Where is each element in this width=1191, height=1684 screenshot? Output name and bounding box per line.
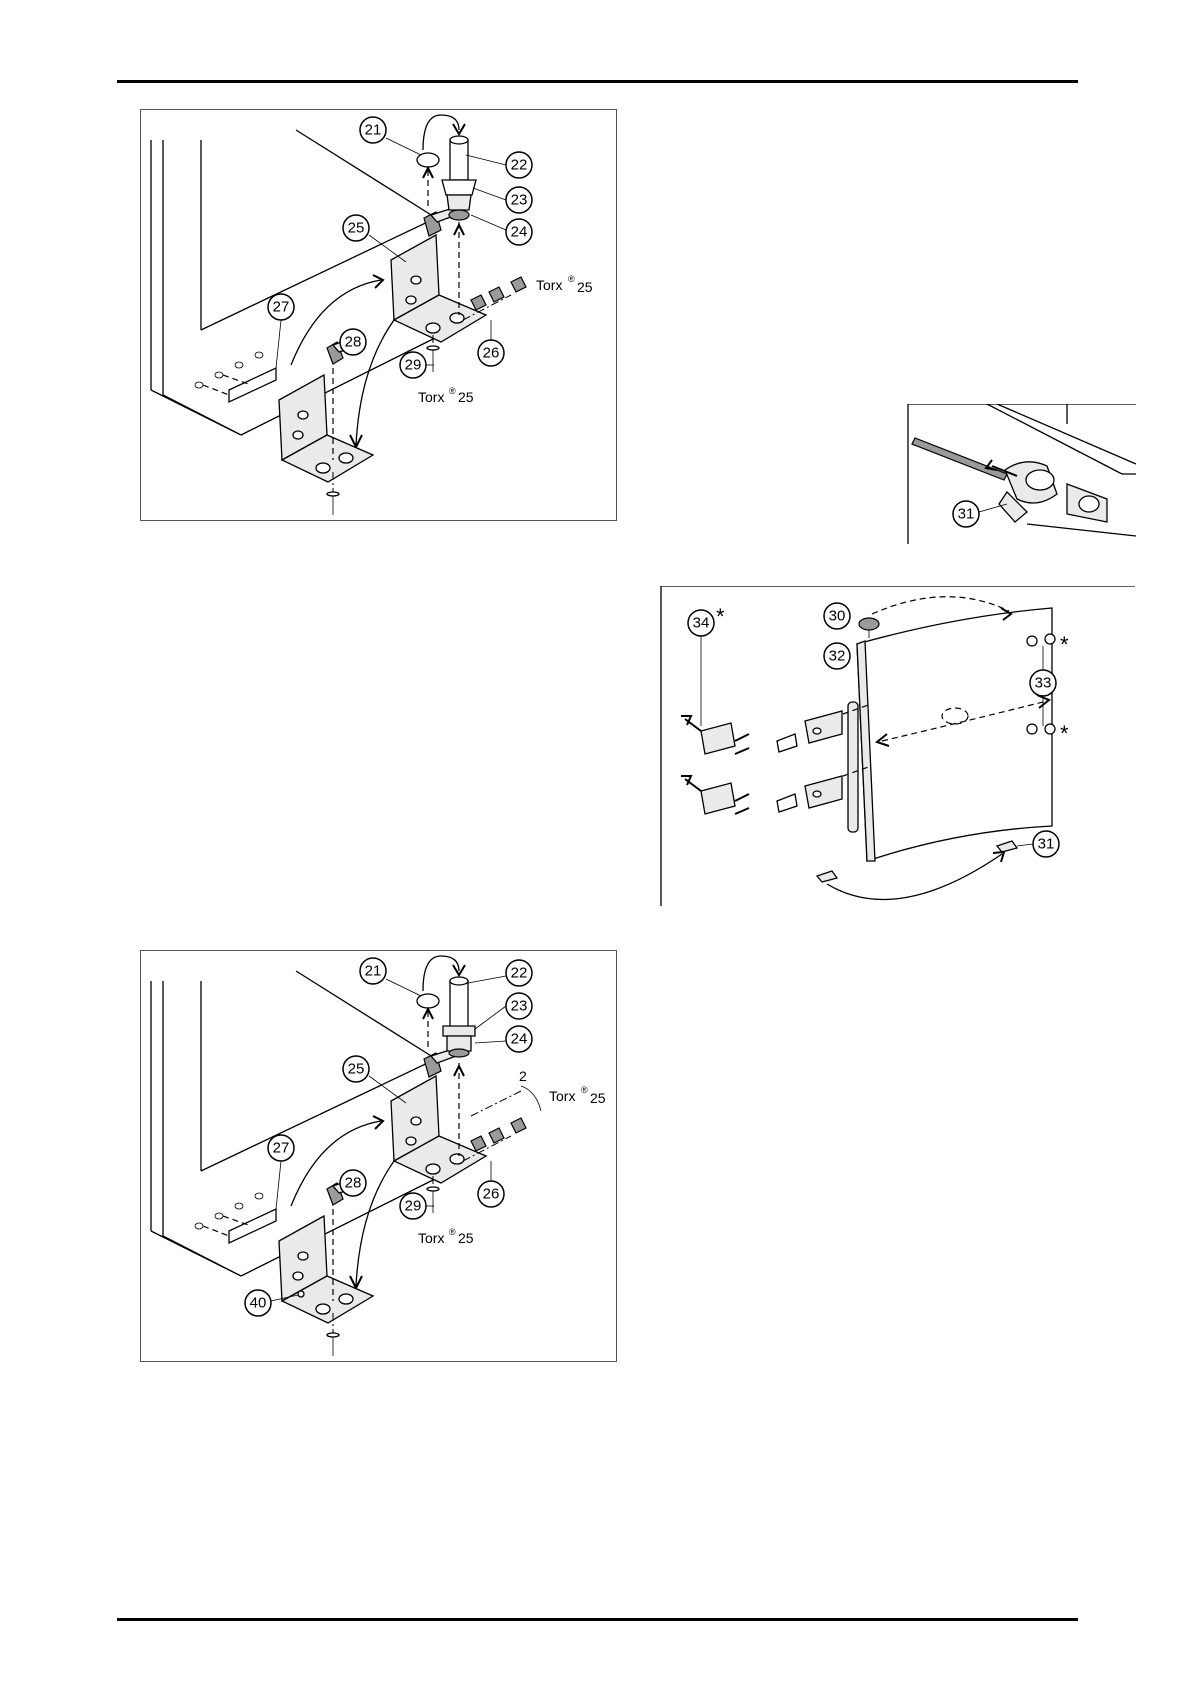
callout-21: 21 — [359, 957, 387, 985]
svg-text:27: 27 — [273, 299, 290, 316]
callout-29: 29 — [399, 1192, 427, 1220]
callout-34: 34 — [687, 609, 715, 637]
callout-24: 24 — [505, 218, 533, 246]
callout-26: 26 — [477, 1180, 505, 1208]
svg-text:33: 33 — [1035, 675, 1052, 692]
torx-label-1: Torx ® 25 — [536, 274, 593, 295]
svg-text:23: 23 — [511, 998, 528, 1015]
svg-text:21: 21 — [365, 122, 382, 139]
callout-30: 30 — [823, 602, 851, 630]
torx-label-2: Torx ® 25 — [418, 386, 474, 405]
svg-text:22: 22 — [511, 157, 528, 174]
callout-31-door: 31 — [1032, 830, 1060, 858]
small-mark: 2 — [519, 1068, 527, 1084]
svg-text:26: 26 — [483, 345, 500, 362]
svg-text:31: 31 — [1038, 836, 1055, 853]
door-cap — [858, 617, 880, 631]
hinge-diagram-top: 21 22 23 24 25 26 27 28 29 Torx ® 25 Tor… — [140, 109, 617, 521]
hinge-diagram-bottom: 2 21 22 23 24 25 26 27 28 29 40 Torx ® — [140, 950, 617, 1362]
callout-33: 33 — [1029, 669, 1057, 697]
svg-text:29: 29 — [405, 1198, 422, 1215]
svg-text:Torx: Torx — [418, 389, 444, 405]
asterisk-33-bottom: * — [1060, 721, 1069, 746]
hinge-bracket-upper — [390, 1048, 488, 1184]
latch-detail-diagram: 31 — [907, 404, 1136, 544]
callout-28: 28 — [339, 328, 367, 356]
door-panel — [856, 607, 1053, 862]
callout-25: 25 — [342, 1055, 370, 1083]
svg-text:25: 25 — [590, 1090, 606, 1106]
header-rule — [117, 80, 1078, 83]
hinge-screws — [462, 276, 527, 321]
svg-text:21: 21 — [365, 963, 382, 980]
cover-caps — [700, 722, 736, 755]
svg-text:Torx: Torx — [549, 1088, 575, 1104]
callout-31: 31 — [952, 500, 980, 528]
svg-text:24: 24 — [511, 224, 528, 241]
svg-text:40: 40 — [250, 1295, 267, 1312]
svg-text:29: 29 — [405, 357, 422, 374]
svg-text:28: 28 — [345, 334, 362, 351]
torx-label-1: Torx ® 25 — [549, 1085, 606, 1106]
callout-29: 29 — [399, 351, 427, 379]
callout-22: 22 — [505, 151, 533, 179]
door-handle-diagram: 30 32 34 * 33 * * 31 — [657, 586, 1135, 906]
callout-40: 40 — [244, 1289, 272, 1317]
callout-21: 21 — [359, 116, 387, 144]
hinge-screws — [462, 1117, 527, 1162]
svg-text:31: 31 — [958, 506, 975, 523]
svg-text:28: 28 — [345, 1175, 362, 1192]
callout-24: 24 — [505, 1025, 533, 1053]
callout-26: 26 — [477, 339, 505, 367]
svg-text:24: 24 — [511, 1031, 528, 1048]
asterisk-34: * — [716, 604, 725, 629]
svg-text:25: 25 — [348, 220, 365, 237]
svg-text:34: 34 — [693, 615, 710, 632]
footer-rule — [117, 1618, 1078, 1621]
torx-label-2: Torx ® 25 — [418, 1227, 474, 1246]
callout-22: 22 — [505, 959, 533, 987]
callout-28: 28 — [339, 1169, 367, 1197]
cover-plate — [228, 366, 277, 404]
svg-text:Torx: Torx — [536, 277, 562, 293]
svg-text:®: ® — [449, 1227, 456, 1237]
callout-25: 25 — [342, 214, 370, 242]
cover-plate — [228, 1207, 277, 1245]
svg-text:25: 25 — [577, 279, 593, 295]
callout-27: 27 — [267, 293, 295, 321]
svg-text:22: 22 — [511, 965, 528, 982]
nuts — [1026, 633, 1056, 735]
hinge-diagram-bottom-svg: 2 21 22 23 24 25 26 27 28 29 40 Torx ® — [150, 955, 606, 1356]
hinge-bracket-lower — [278, 337, 375, 483]
hinge-pin — [441, 135, 477, 221]
asterisk-33-top: * — [1060, 632, 1069, 657]
svg-text:Torx: Torx — [418, 1230, 444, 1246]
hinge-bracket-upper — [390, 207, 488, 343]
door-handle — [804, 701, 859, 833]
hinge-holes — [194, 351, 264, 389]
callout-27: 27 — [267, 1134, 295, 1162]
callout-32: 32 — [823, 642, 851, 670]
hinge-diagram-top-svg: 21 22 23 24 25 26 27 28 29 Torx ® 25 Tor… — [150, 114, 593, 515]
svg-text:®: ® — [449, 386, 456, 396]
hinge-bracket-lower — [278, 1178, 375, 1324]
hinge-pin — [442, 976, 476, 1058]
latch-detail-diagram-svg: 31 — [907, 404, 1136, 544]
door-handle-diagram-svg: 30 32 34 * 33 * * 31 — [660, 586, 1135, 906]
svg-text:25: 25 — [458, 389, 474, 405]
svg-text:26: 26 — [483, 1186, 500, 1203]
svg-text:25: 25 — [458, 1230, 474, 1246]
callout-23: 23 — [505, 992, 533, 1020]
svg-text:®: ® — [581, 1085, 588, 1095]
svg-text:23: 23 — [511, 192, 528, 209]
svg-text:25: 25 — [348, 1061, 365, 1078]
svg-text:32: 32 — [829, 648, 846, 665]
svg-text:30: 30 — [829, 608, 846, 625]
svg-text:®: ® — [568, 274, 575, 284]
callout-23: 23 — [505, 186, 533, 214]
svg-text:27: 27 — [273, 1140, 290, 1157]
